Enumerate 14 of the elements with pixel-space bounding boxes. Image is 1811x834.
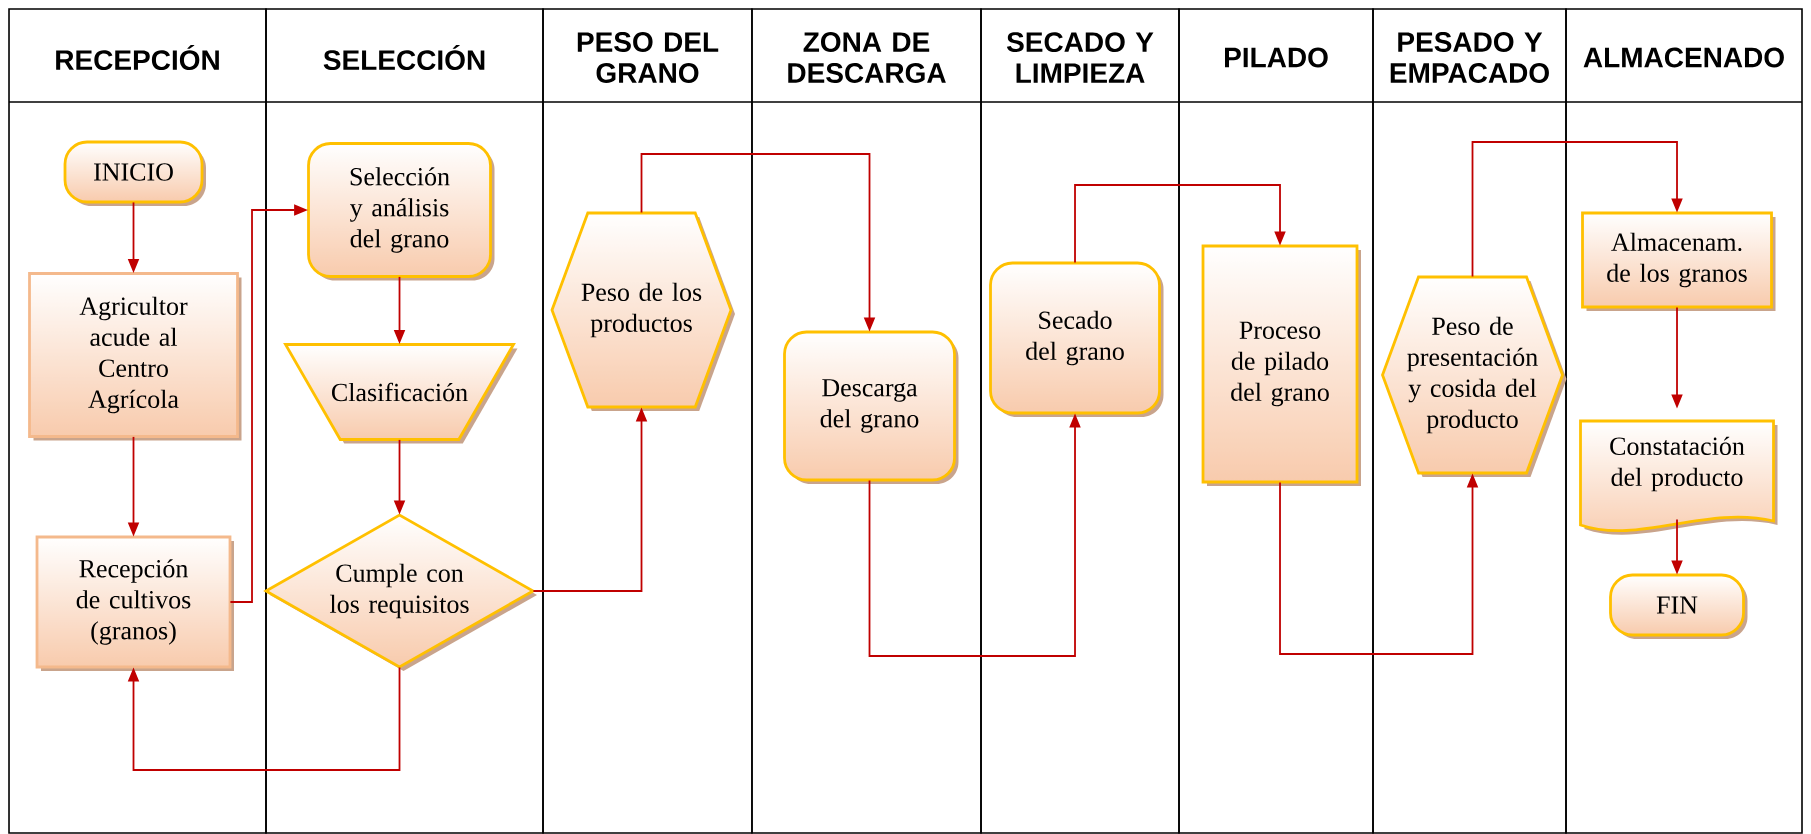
- preparation-hexagon: Peso de los productos: [550, 211, 735, 411]
- arrow: [1074, 184, 1286, 264]
- process-box: Agricultor acude al Centro Agrícola: [28, 272, 242, 441]
- preparation-hexagon: Peso de presentación y cosida del producto: [1381, 275, 1567, 477]
- process-box: Descarga del grano: [783, 330, 959, 484]
- process-box: Recepción de cultivos (granos): [35, 535, 234, 671]
- process-box: Selección y análisis del grano: [307, 142, 495, 281]
- arrow: [127, 666, 401, 771]
- end-box: FIN: [1609, 573, 1748, 639]
- process-box: Proceso de pilado del grano: [1201, 244, 1361, 486]
- process-box: Almacenam. de los granos: [1581, 211, 1776, 311]
- start-box: INICIO: [63, 140, 206, 206]
- arrow: [1471, 141, 1683, 278]
- process-box: Secado del grano: [989, 261, 1164, 417]
